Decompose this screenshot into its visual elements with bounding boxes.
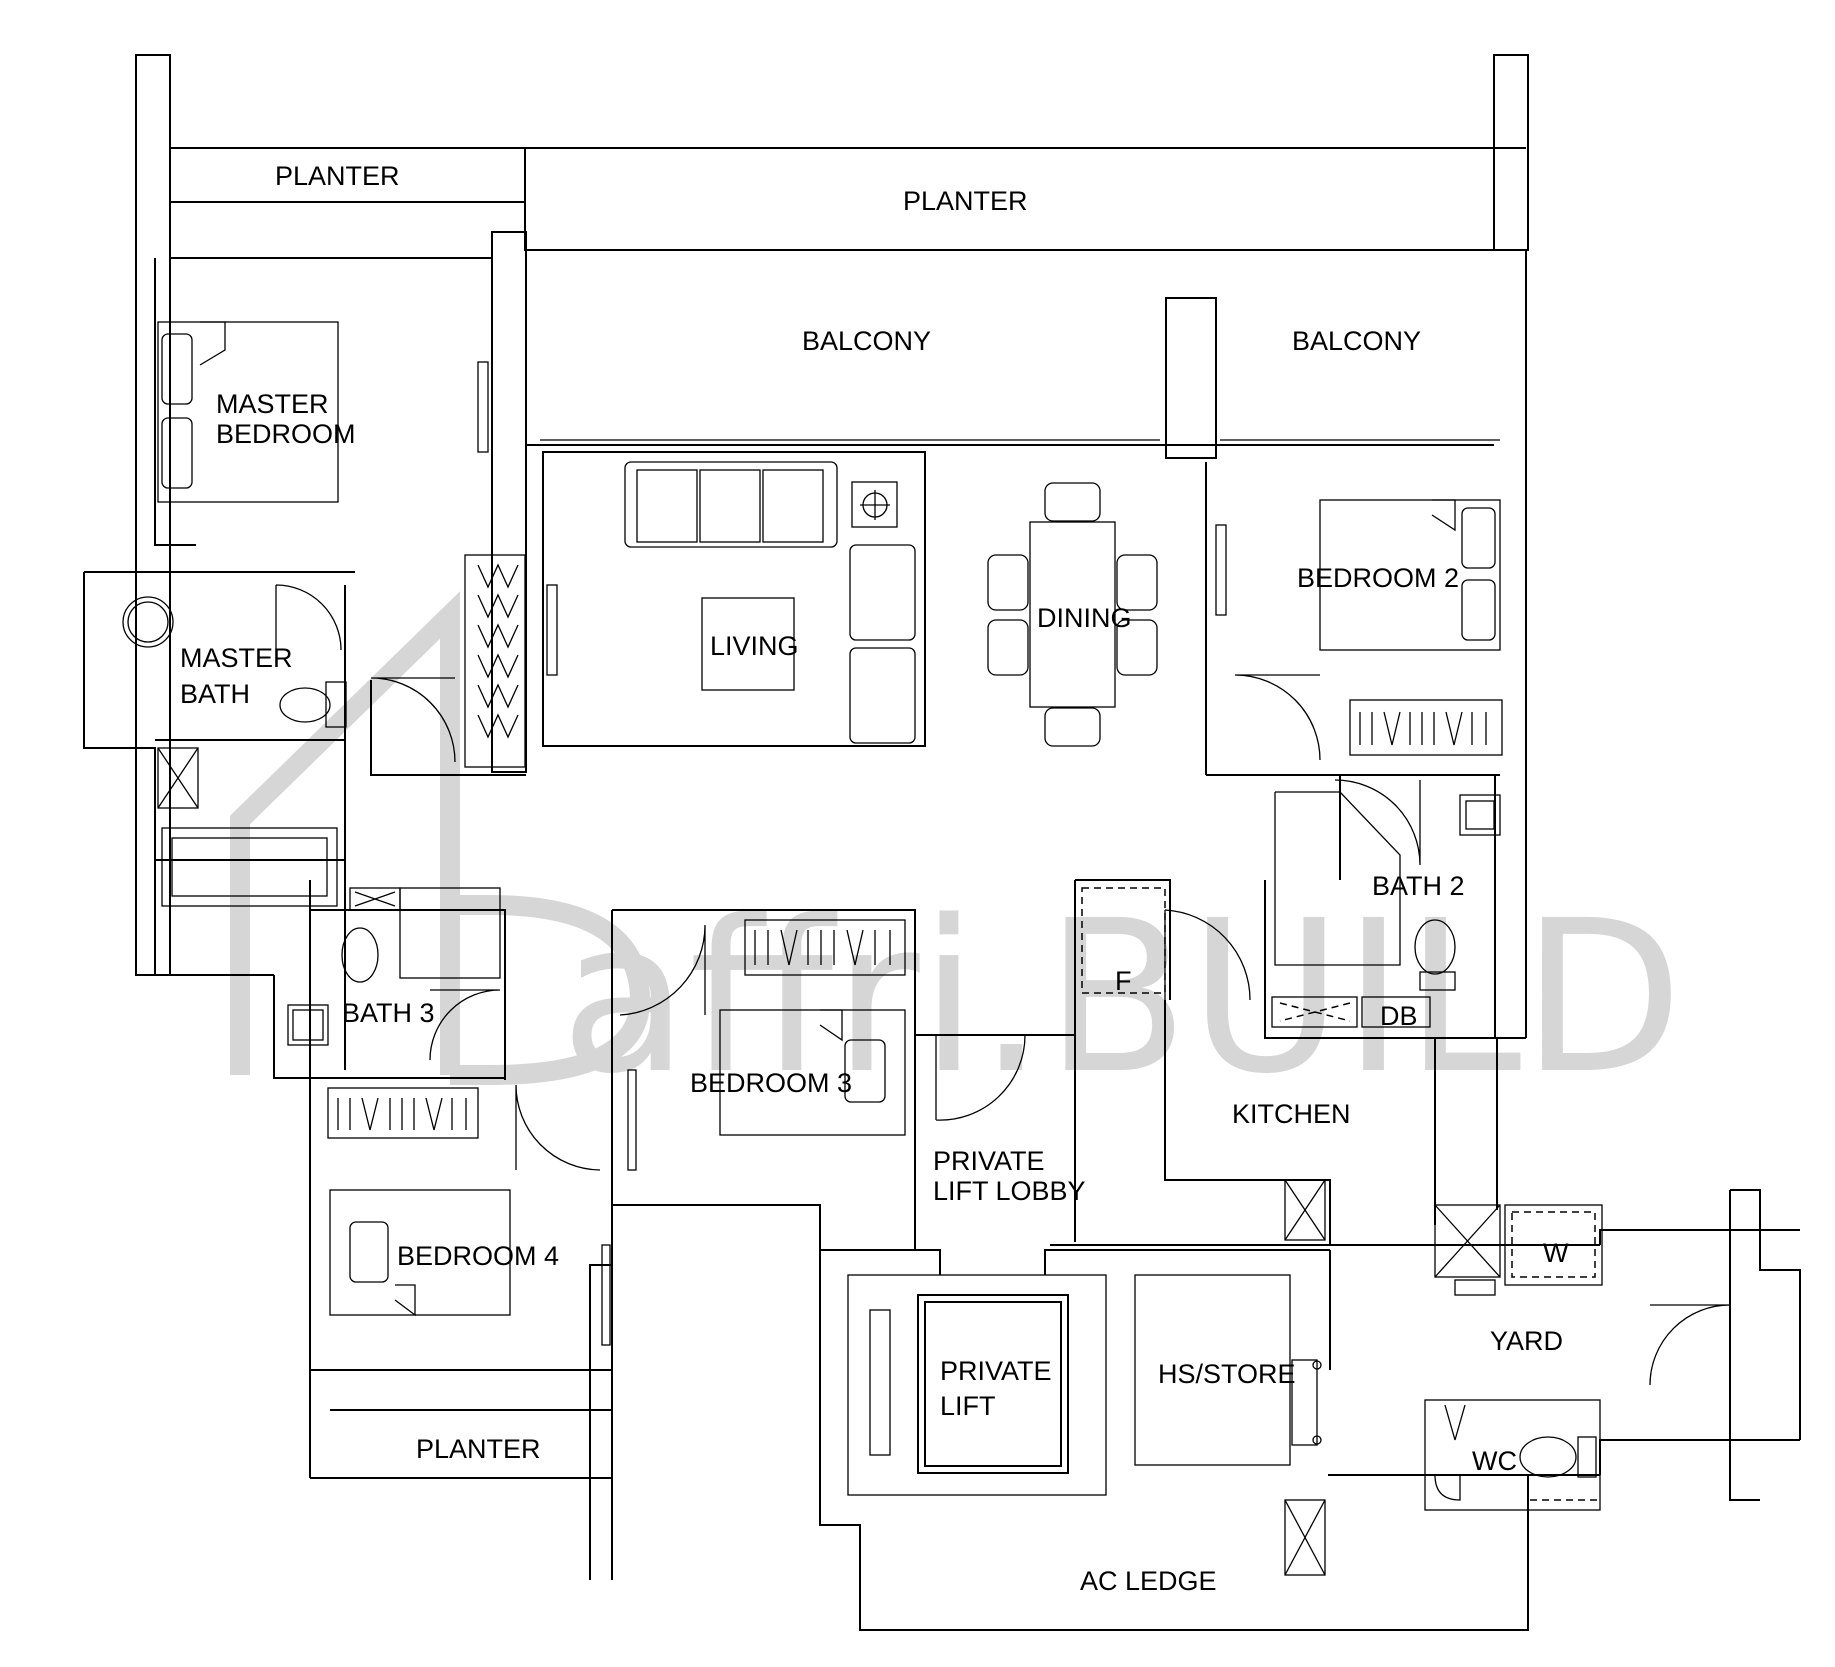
bedroom-2-furniture [1319, 499, 1503, 756]
label-master-bath-1: MASTER [180, 643, 293, 673]
toilet-icon [279, 687, 331, 723]
label-kitchen: KITCHEN [1232, 1099, 1351, 1129]
master-bedroom [157, 321, 339, 503]
basin-icon [1459, 794, 1501, 836]
living-furniture [624, 461, 916, 744]
washer-icon [1511, 1211, 1596, 1278]
shower-icon [1434, 1204, 1501, 1278]
master-wardrobe [464, 554, 526, 768]
label-private-lift-2: LIFT [940, 1391, 996, 1421]
basin-icon [1434, 1474, 1461, 1501]
label-private-lift-1: PRIVATE [940, 1356, 1052, 1386]
wardrobe-icon [327, 1087, 479, 1139]
label-bath-2: BATH 2 [1372, 871, 1465, 901]
lamp-icon [851, 481, 898, 528]
armchair-icon [849, 544, 916, 641]
bath-2 [1271, 791, 1501, 1028]
wardrobe-icon [744, 919, 906, 976]
sofa-icon [624, 461, 838, 548]
label-bedroom-2: BEDROOM 2 [1297, 563, 1459, 593]
bedroom-3-furniture [719, 919, 906, 1136]
label-living: LIVING [710, 631, 799, 661]
sink-icon [1284, 1499, 1326, 1576]
dining-furniture [987, 482, 1158, 747]
label-hs-store: HS/STORE [1158, 1359, 1296, 1389]
bedroom-4-furniture [327, 1087, 511, 1317]
label-planter-top: PLANTER [903, 186, 1028, 216]
label-planter-top-left: PLANTER [275, 161, 400, 191]
label-yard: YARD [1490, 1326, 1563, 1356]
bathtub-icon [161, 827, 338, 907]
coffee-table-icon [701, 597, 795, 691]
toilet-icon [341, 927, 379, 983]
label-master-bedroom-2: BEDROOM [216, 419, 356, 449]
fridge-icon [1081, 887, 1166, 994]
shower-icon [157, 747, 199, 809]
yard-fixtures [1434, 1204, 1603, 1296]
label-bedroom-3: BEDROOM 3 [690, 1068, 852, 1098]
label-washer: W [1543, 1238, 1569, 1268]
door-swings [275, 584, 1731, 1386]
dining-table-icon [1029, 521, 1116, 708]
armchair-icon [849, 647, 916, 744]
bath-3 [287, 887, 501, 1046]
wardrobe-icon [1349, 699, 1503, 756]
master-bath [122, 596, 347, 907]
label-master-bedroom-1: MASTER [216, 389, 329, 419]
label-private-lift-lobby-1: PRIVATE [933, 1146, 1045, 1176]
label-wc: WC [1472, 1446, 1517, 1476]
bed-icon [1319, 499, 1501, 651]
label-db: DB [1380, 1001, 1418, 1031]
bed-icon [329, 1189, 511, 1316]
label-bath-3: BATH 3 [342, 998, 435, 1028]
label-fridge: F [1115, 966, 1132, 996]
bed-icon [157, 321, 339, 503]
label-private-lift-lobby-2: LIFT LOBBY [933, 1176, 1086, 1206]
watermark: affri.BUILD [230, 591, 1683, 1120]
label-ac-ledge: AC LEDGE [1080, 1566, 1217, 1596]
sink-icon [122, 596, 174, 648]
outer-walls [83, 54, 1529, 1038]
lift-car [917, 1294, 1069, 1474]
label-balcony-right: BALCONY [1292, 326, 1421, 356]
lift-and-store [847, 1274, 1322, 1496]
label-bedroom-4: BEDROOM 4 [397, 1241, 559, 1271]
sliding-doors [477, 361, 1500, 1346]
basin-icon [287, 1004, 329, 1046]
label-planter-bottom: PLANTER [416, 1434, 541, 1464]
label-dining: DINING [1037, 603, 1132, 633]
wc-fixtures [1424, 1399, 1601, 1511]
toilet-icon [1519, 1436, 1577, 1478]
bed-icon [719, 1009, 906, 1136]
vanity-icon [399, 887, 501, 979]
room-labels: PLANTER PLANTER BALCONY BALCONY MASTER B… [180, 161, 1569, 1596]
distribution-board [1361, 996, 1431, 1028]
toilet-icon [1414, 919, 1456, 975]
label-balcony-left: BALCONY [802, 326, 931, 356]
hob-icon [1284, 1179, 1326, 1241]
label-master-bath-2: BATH [180, 679, 250, 709]
interior-walls [155, 451, 1801, 1631]
wardrobe-icon [464, 554, 526, 768]
kitchen-fixtures [1284, 1179, 1326, 1576]
shower-icon [1271, 996, 1358, 1028]
